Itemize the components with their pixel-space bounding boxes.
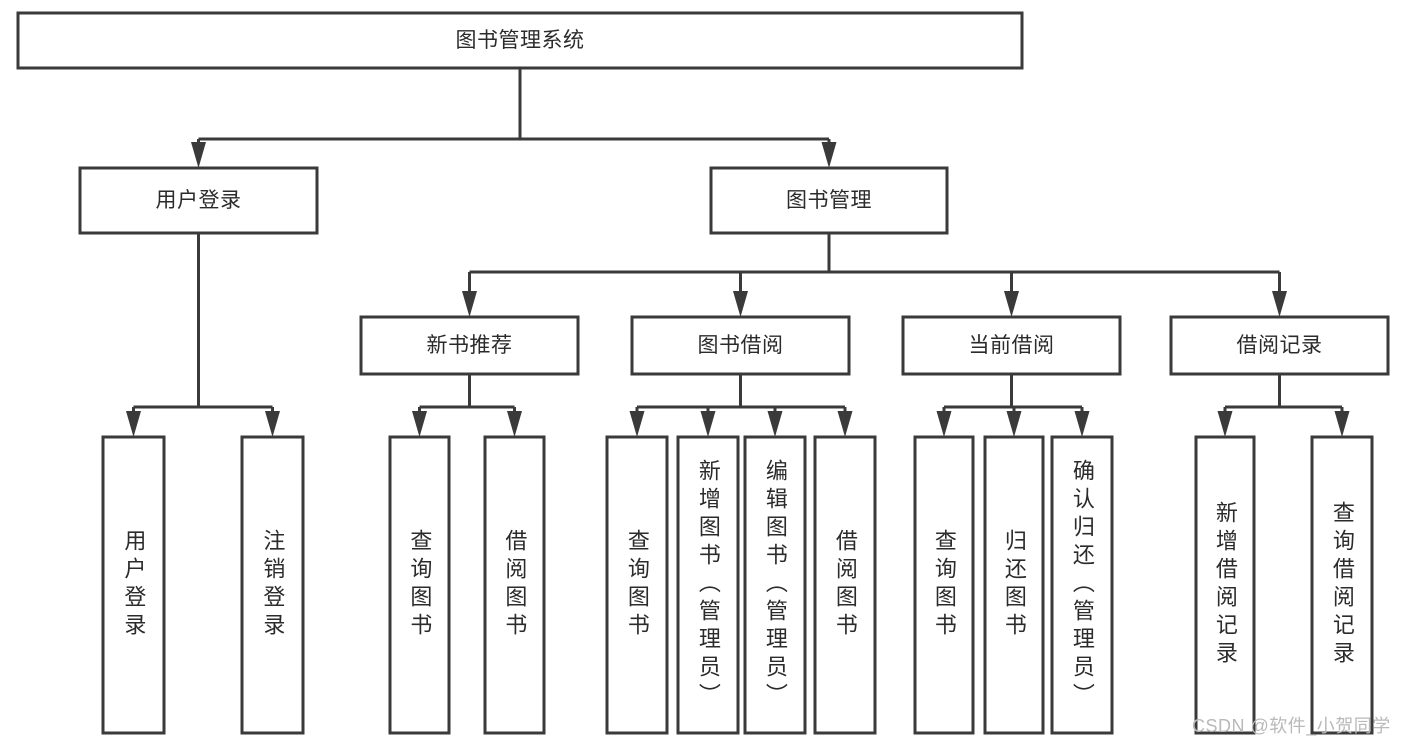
node-box-l2_0[interactable] [78, 166, 319, 235]
arrow-head-icon [191, 142, 206, 168]
node-box-leaf_1[interactable] [240, 435, 305, 735]
arrow-head-icon [767, 411, 783, 437]
arrow-head-icon [733, 291, 748, 317]
node-box-root[interactable] [16, 11, 1024, 70]
node-box-leaf_5[interactable] [676, 435, 740, 735]
node-box-l3_0[interactable] [359, 315, 580, 376]
node-box-leaf_0[interactable] [101, 435, 166, 735]
node-box-leaf_7[interactable] [813, 435, 877, 735]
node-box-l3_2[interactable] [901, 315, 1122, 376]
arrow-head-icon [629, 411, 645, 437]
arrow-head-icon [462, 291, 477, 317]
node-box-leaf_11[interactable] [1194, 435, 1256, 735]
arrow-head-icon [1217, 411, 1233, 437]
edge-group-l2_0 [126, 233, 280, 437]
arrow-head-icon [126, 411, 141, 437]
edge-group-l2_1 [462, 233, 1287, 317]
node-box-leaf_8[interactable] [913, 435, 975, 735]
arrow-head-icon [821, 142, 837, 168]
node-box-l3_1[interactable] [630, 315, 851, 376]
node-box-leaf_4[interactable] [605, 435, 669, 735]
node-box-leaf_6[interactable] [743, 435, 807, 735]
arrow-head-icon [412, 411, 427, 437]
watermark-text: CSDN @软件_小贺同学 [1192, 716, 1391, 736]
node-box-leaf_10[interactable] [1050, 435, 1114, 735]
arrow-head-icon [1272, 291, 1287, 317]
arrow-head-icon [265, 411, 280, 437]
arrow-head-icon [936, 411, 952, 437]
node-box-leaf_9[interactable] [983, 435, 1045, 735]
edge-group-l3_0 [412, 374, 522, 437]
arrow-head-icon [700, 411, 716, 437]
node-box-leaf_3[interactable] [483, 435, 546, 735]
arrow-head-icon [1006, 411, 1022, 437]
edge-group-l3_1 [629, 374, 853, 437]
arrow-head-icon [507, 411, 522, 437]
edge-group-l3_3 [1217, 374, 1350, 437]
node-box-l2_1[interactable] [709, 166, 949, 235]
node-box-l3_3[interactable] [1169, 315, 1390, 376]
arrow-head-icon [837, 411, 853, 437]
node-box-leaf_12[interactable] [1310, 435, 1374, 735]
node-box-leaf_2[interactable] [388, 435, 451, 735]
edge-group-root [191, 68, 837, 168]
arrow-head-icon [1334, 411, 1350, 437]
arrow-head-icon [1004, 291, 1019, 317]
edge-group-l3_2 [936, 374, 1090, 437]
arrow-head-icon [1074, 411, 1090, 437]
